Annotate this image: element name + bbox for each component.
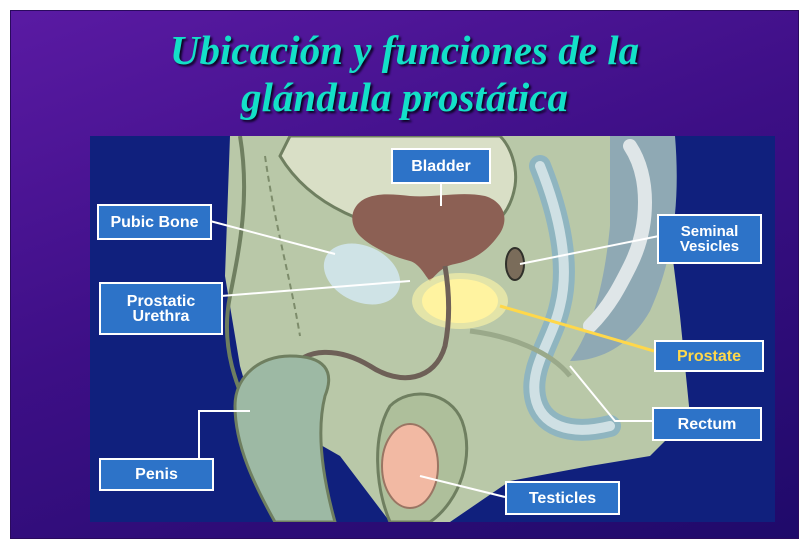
label-penis: Penis	[99, 458, 214, 491]
label-prostate: Prostate	[654, 340, 764, 372]
anatomy-illustration	[90, 136, 775, 522]
testicle-shape	[381, 423, 439, 509]
slide: Ubicación y funciones de la glándula pro…	[10, 10, 799, 539]
slide-title: Ubicación y funciones de la glándula pro…	[11, 27, 798, 121]
title-line-2: glándula prostática	[241, 74, 568, 120]
label-bladder: Bladder	[391, 148, 491, 184]
anatomy-diagram: Bladder Pubic Bone Seminal Vesicles Pros…	[90, 136, 775, 522]
title-line-1: Ubicación y funciones de la	[169, 27, 640, 73]
label-pubic-bone: Pubic Bone	[97, 204, 212, 240]
label-seminal-vesicles: Seminal Vesicles	[657, 214, 762, 264]
label-prostatic-urethra: Prostatic Urethra	[99, 282, 223, 335]
label-testicles: Testicles	[505, 481, 620, 515]
bladder-interior	[352, 194, 505, 281]
prostate-shape	[422, 279, 498, 323]
penis-shape	[233, 354, 337, 522]
pubic-bone-shape	[323, 243, 401, 305]
label-rectum: Rectum	[652, 407, 762, 441]
